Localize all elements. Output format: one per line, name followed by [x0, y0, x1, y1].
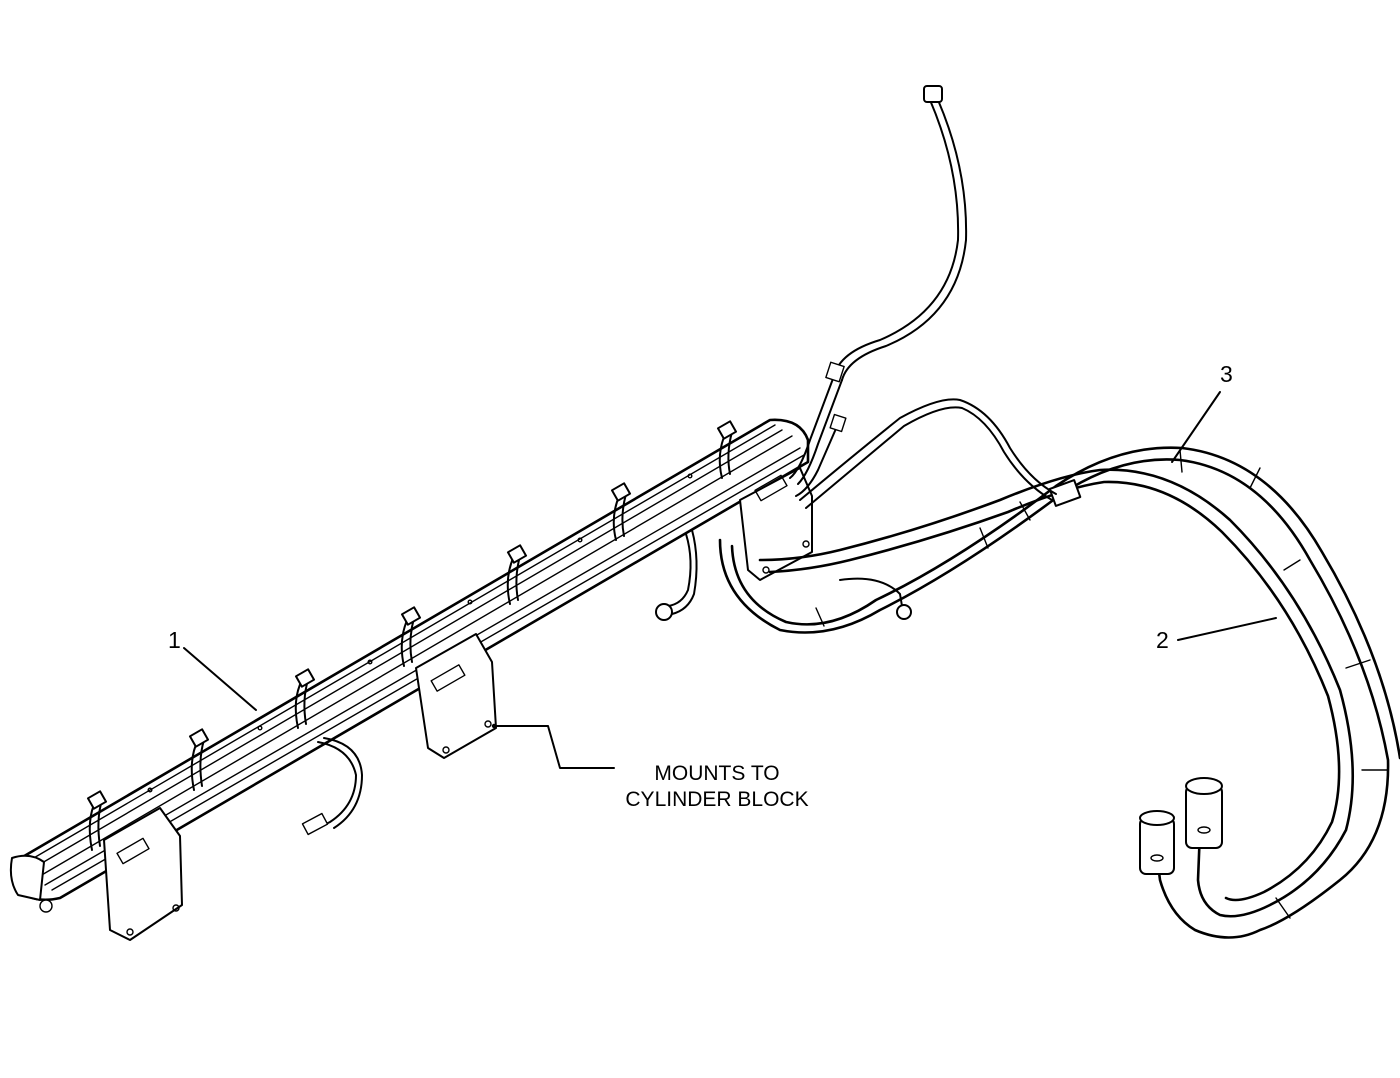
leader-dot	[491, 723, 497, 729]
callout-1: 1	[168, 627, 181, 653]
leader-line-2	[1177, 617, 1277, 641]
sensor-lead	[789, 85, 968, 497]
leader-lines	[183, 391, 1277, 769]
note-line-2: CYLINDER BLOCK	[625, 788, 808, 811]
leader-line-1	[183, 647, 257, 711]
mounting-brackets	[103, 467, 813, 941]
note-line-1: MOUNTS TO	[654, 762, 779, 785]
callout-2: 2	[1156, 627, 1169, 653]
injector-wire-loops	[86, 420, 738, 851]
callout-3: 3	[1220, 361, 1233, 387]
leader-line-note	[493, 725, 615, 769]
leader-line-3	[1171, 391, 1221, 463]
main-harness-trunks	[718, 398, 1400, 939]
